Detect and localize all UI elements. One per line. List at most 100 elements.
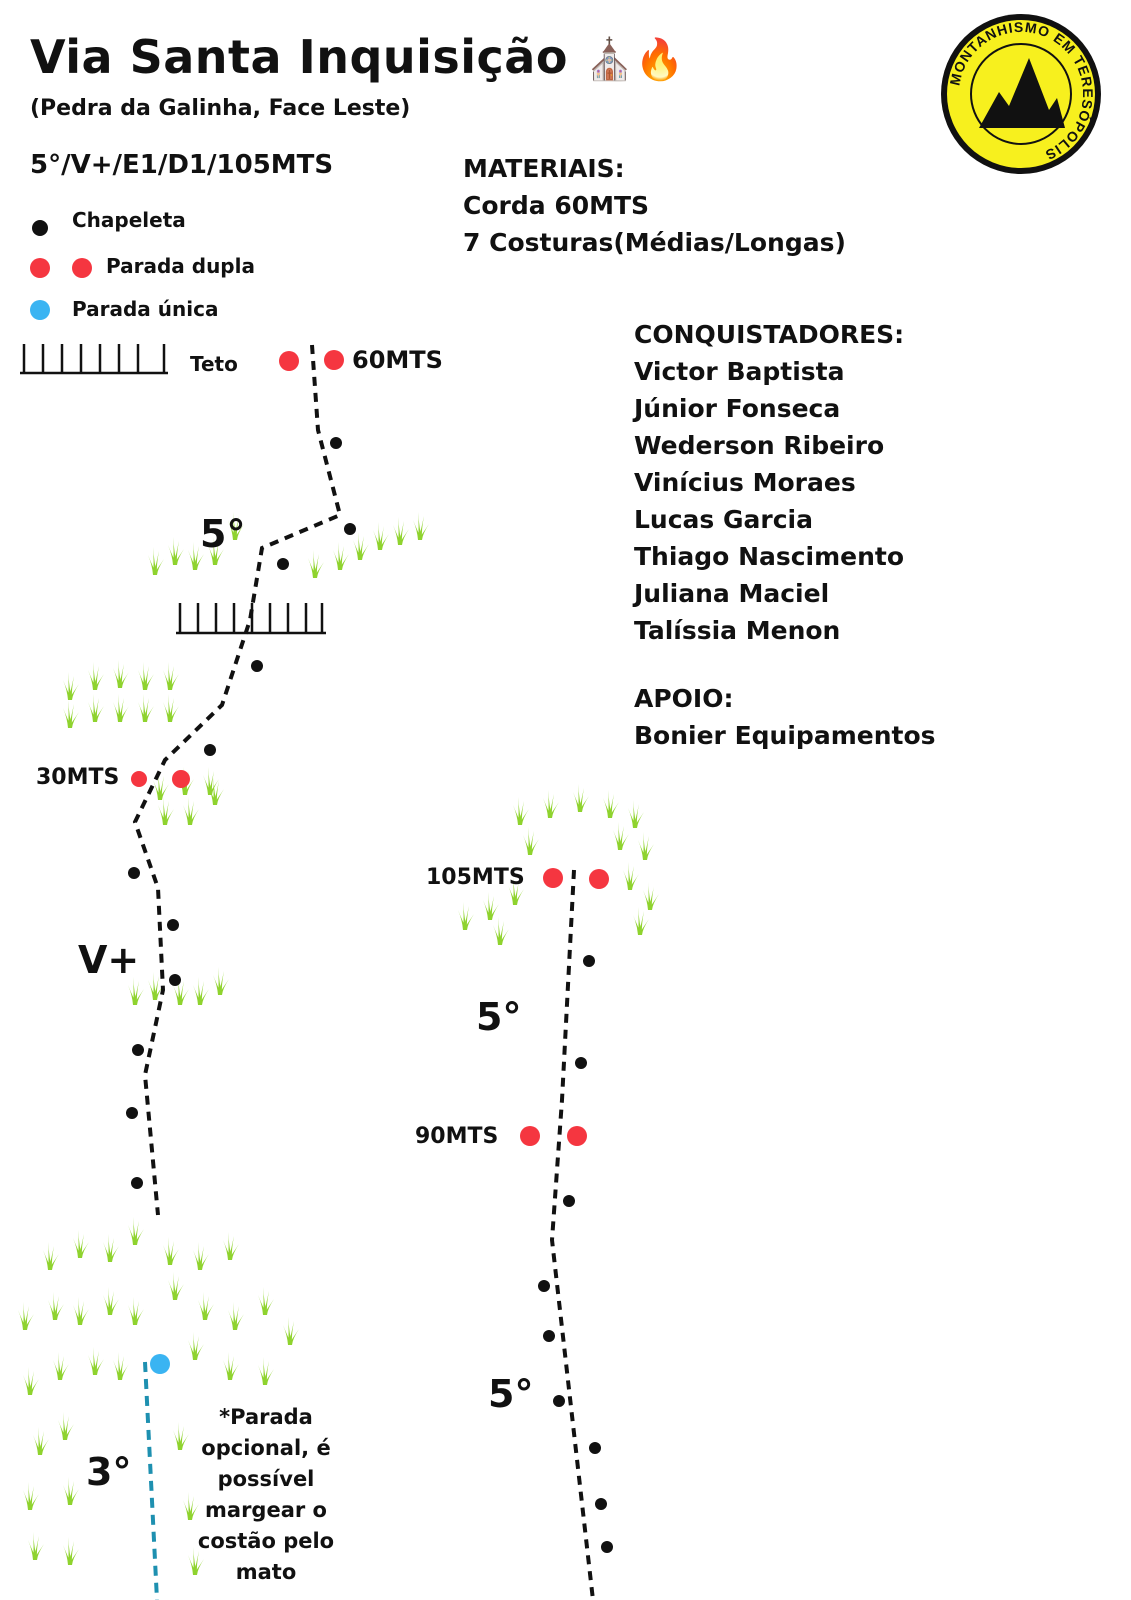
- bolt: [563, 1195, 575, 1207]
- logo-badge: MONTANHISMO EM TERESÓPOLIS: [937, 10, 1105, 178]
- grass-tuft: [48, 1292, 64, 1320]
- grass-tuft: [283, 1317, 299, 1345]
- grass-tuft: [28, 1532, 44, 1560]
- grass-tuft: [63, 1477, 79, 1505]
- grass-tuft: [173, 977, 189, 1005]
- grass-tuft: [228, 512, 244, 540]
- bolt-legend-icon: [32, 220, 48, 236]
- grass-tuft: [223, 1232, 239, 1260]
- grass-tuft: [613, 822, 629, 850]
- grass-tuft: [258, 1357, 274, 1385]
- bolt: [126, 1107, 138, 1119]
- grass-tuft: [88, 1347, 104, 1375]
- route-line-left: [132, 344, 343, 1216]
- grass-tuft: [128, 1217, 144, 1245]
- grass-tuft: [203, 767, 219, 795]
- conqueror-name: Juliana Maciel: [634, 579, 830, 608]
- grass-tuft: [543, 790, 559, 818]
- grass-tuft: [353, 532, 369, 560]
- optional-anchor-note: *Parada opcional, é possível margear o c…: [197, 1405, 335, 1584]
- conqueror-name: Vinícius Moraes: [634, 468, 856, 497]
- grass-tuft: [128, 977, 144, 1005]
- bolt: [553, 1395, 565, 1407]
- grass-tuft: [103, 1287, 119, 1315]
- grass-tuft: [178, 767, 194, 795]
- grass-tuft: [208, 537, 224, 565]
- anchor-30m-right: [172, 770, 190, 788]
- single-anchor-legend-icon: [30, 300, 50, 320]
- bolt: [204, 744, 216, 756]
- material-item: 7 Costuras(Médias/Longas): [463, 228, 846, 257]
- grass-tuft: [573, 784, 589, 812]
- material-item: Corda 60MTS: [463, 191, 650, 220]
- anchor-30m-left: [131, 771, 147, 787]
- grass-tuft: [63, 672, 79, 700]
- bolt: [330, 437, 342, 449]
- grass-tuft: [18, 1302, 34, 1330]
- grass-tuft: [623, 862, 639, 890]
- bolt: [128, 867, 140, 879]
- legend-label-single: Parada única: [72, 297, 219, 321]
- grade-label-5: 5°: [476, 995, 522, 1039]
- page-title: Via Santa Inquisição ⛪🔥: [30, 30, 685, 84]
- label-30m: 30MTS: [36, 765, 120, 790]
- grass-tuft: [63, 1537, 79, 1565]
- grass-tuft: [128, 1297, 144, 1325]
- label-90m: 90MTS: [415, 1124, 499, 1149]
- support-heading: APOIO:: [634, 684, 734, 713]
- bolt: [132, 1044, 144, 1056]
- grass-tuft: [138, 662, 154, 690]
- grass-tuft: [643, 882, 659, 910]
- grass-tuft: [148, 972, 164, 1000]
- grass-tuft: [493, 917, 509, 945]
- anchor-90m-right: [567, 1126, 587, 1146]
- anchor-90m-left: [520, 1126, 540, 1146]
- grass-tuft: [223, 1352, 239, 1380]
- grass-tuft: [333, 542, 349, 570]
- grade-label-5: 5°: [488, 1372, 534, 1416]
- grass-tuft: [163, 1237, 179, 1265]
- grass-tuft: [43, 1242, 59, 1270]
- grass-tuft: [113, 1352, 129, 1380]
- double-anchor-legend-icon: [30, 258, 50, 278]
- grass-tuft: [228, 1302, 244, 1330]
- grass-tuft: [513, 797, 529, 825]
- grass-tuft: [308, 550, 324, 578]
- bolt: [538, 1280, 550, 1292]
- grass-tuft: [23, 1367, 39, 1395]
- grass-tuft: [73, 1230, 89, 1258]
- grass-tuft: [153, 772, 169, 800]
- grade-label-vplus: V+: [78, 938, 140, 982]
- grass-tuft: [103, 1234, 119, 1262]
- grass-tuft: [63, 700, 79, 728]
- conqueror-name: Victor Baptista: [634, 357, 845, 386]
- conqueror-name: Lucas Garcia: [634, 505, 813, 534]
- grass-tuft: [413, 512, 429, 540]
- grass-tuft: [638, 832, 654, 860]
- grass-tuft: [193, 977, 209, 1005]
- double-anchor-legend-icon-2: [72, 258, 92, 278]
- grass-tuft: [23, 1482, 39, 1510]
- grass-tufts: [18, 512, 659, 1575]
- grass-tuft: [393, 517, 409, 545]
- grass-tuft: [53, 1352, 69, 1380]
- bolt: [601, 1541, 613, 1553]
- grade-label-5: 5°: [200, 512, 246, 556]
- legend-label-double: Parada dupla: [106, 254, 255, 278]
- grass-tuft: [208, 777, 224, 805]
- anchor-105m-left: [543, 868, 563, 888]
- grass-tuft: [523, 827, 539, 855]
- bolt: [575, 1057, 587, 1069]
- grass-tuft: [168, 537, 184, 565]
- bolt: [583, 955, 595, 967]
- grass-tuft: [188, 1332, 204, 1360]
- grass-tuft: [373, 522, 389, 550]
- grass-tuft: [138, 694, 154, 722]
- grass-tuft: [113, 694, 129, 722]
- grass-tuft: [168, 1272, 184, 1300]
- bolt: [277, 558, 289, 570]
- materials-heading: MATERIAIS:: [463, 154, 625, 183]
- grass-tuft: [258, 1287, 274, 1315]
- roof-legend-icon: [20, 344, 168, 375]
- label-60m: 60MTS: [352, 346, 443, 374]
